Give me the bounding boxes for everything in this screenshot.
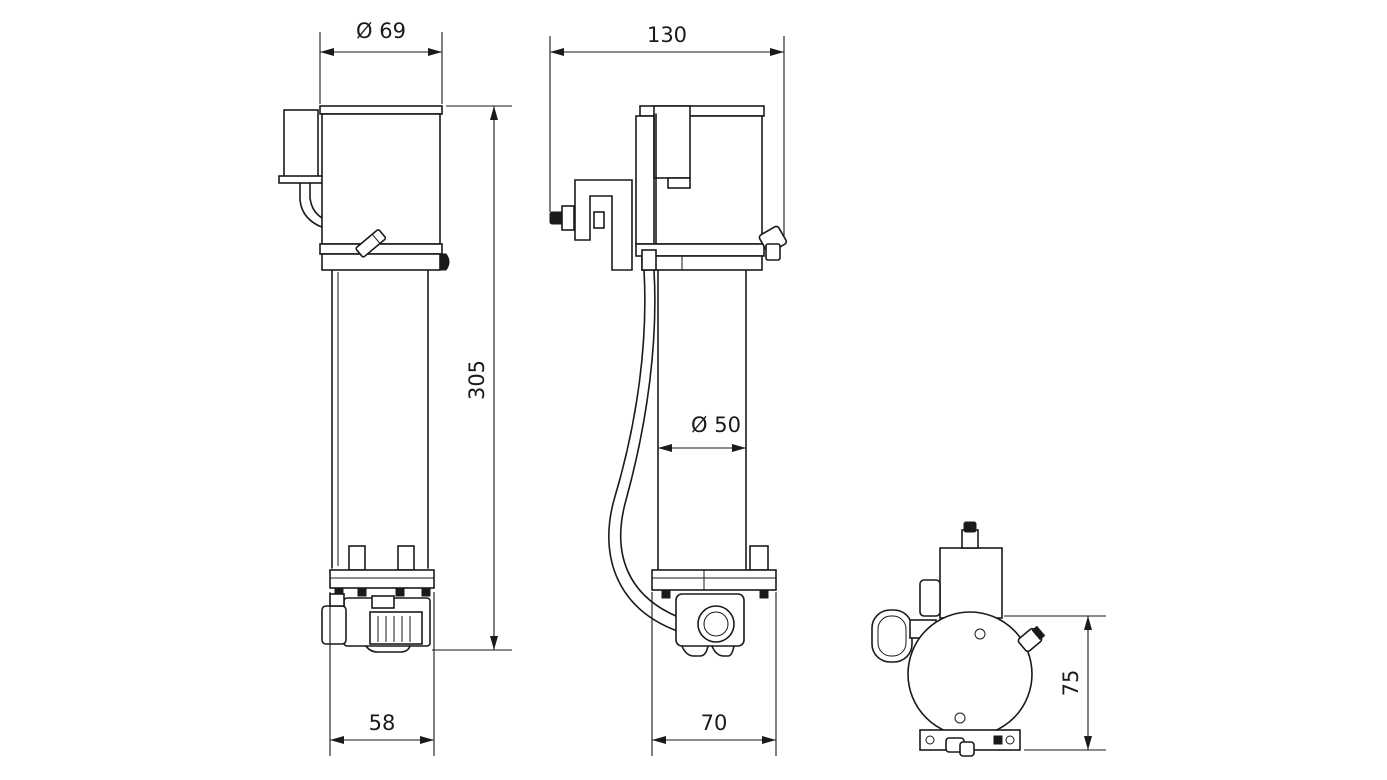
- dim-height: 305: [432, 105, 512, 651]
- bottom-motor-box: [939, 547, 1003, 619]
- dim-top-diameter: Ø 69: [319, 19, 443, 104]
- dim-base-front: 58: [329, 592, 435, 756]
- dim-tube-diameter-label: Ø 50: [691, 413, 741, 437]
- bottom-cup-circle: [907, 611, 1033, 737]
- dim-bottom-height: 75: [1004, 615, 1106, 751]
- dim-base-front-label: 58: [369, 711, 396, 735]
- front-view: [278, 105, 450, 653]
- dim-top-diameter-label: Ø 69: [356, 19, 406, 43]
- bottom-view: [871, 521, 1046, 757]
- dim-bottom-height-label: 75: [1059, 670, 1083, 697]
- dim-depth-label: 130: [647, 23, 687, 47]
- dim-base-side-label: 70: [701, 711, 728, 735]
- front-cup-lid: [319, 105, 443, 115]
- side-base-plate: [651, 569, 777, 591]
- front-base-plate: [329, 569, 435, 589]
- front-cup-body: [321, 113, 441, 245]
- dim-tube-diameter: Ø 50: [658, 413, 746, 452]
- side-view: [549, 105, 788, 657]
- dim-height-label: 305: [465, 360, 489, 400]
- front-motor-box: [283, 109, 319, 181]
- dim-base-side: 70: [651, 592, 777, 756]
- dim-depth: 130: [549, 23, 785, 236]
